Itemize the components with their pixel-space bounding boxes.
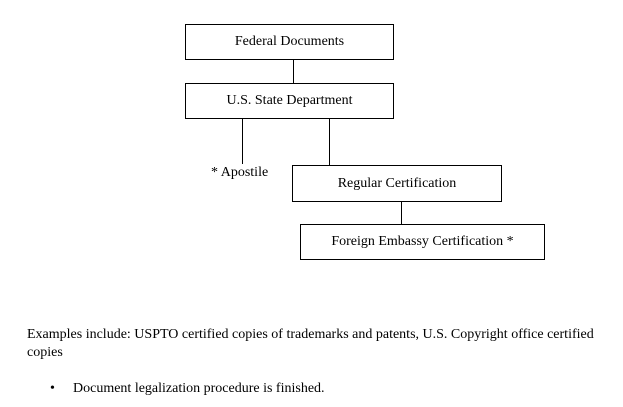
node-us-state-department: U.S. State Department (185, 83, 394, 119)
node-us-state-department-label: U.S. State Department (226, 93, 353, 108)
node-regular-certification-label: Regular Certification (337, 175, 457, 191)
bullet-marker: • (50, 381, 55, 396)
node-foreign-embassy-certification: Foreign Embassy Certification * (300, 224, 545, 260)
edge-state-to-apostile (242, 118, 243, 164)
edge-federal-to-state (293, 59, 294, 83)
node-foreign-embassy-certification-label: Foreign Embassy Certification * (331, 234, 514, 249)
node-federal-documents: Federal Documents (185, 24, 394, 60)
apostile-label: * Apostile (211, 165, 269, 180)
bullet-text: Document legalization procedure is finis… (73, 381, 325, 396)
edge-state-to-regular (329, 118, 330, 165)
edge-regular-to-embassy (401, 201, 402, 224)
bullet-item: • Document legalization procedure is fini… (50, 381, 325, 397)
examples-paragraph: Examples include: USPTO certified copies… (27, 327, 594, 360)
node-federal-documents-label: Federal Documents (234, 34, 345, 49)
node-regular-certification: Regular Certification (292, 165, 502, 202)
